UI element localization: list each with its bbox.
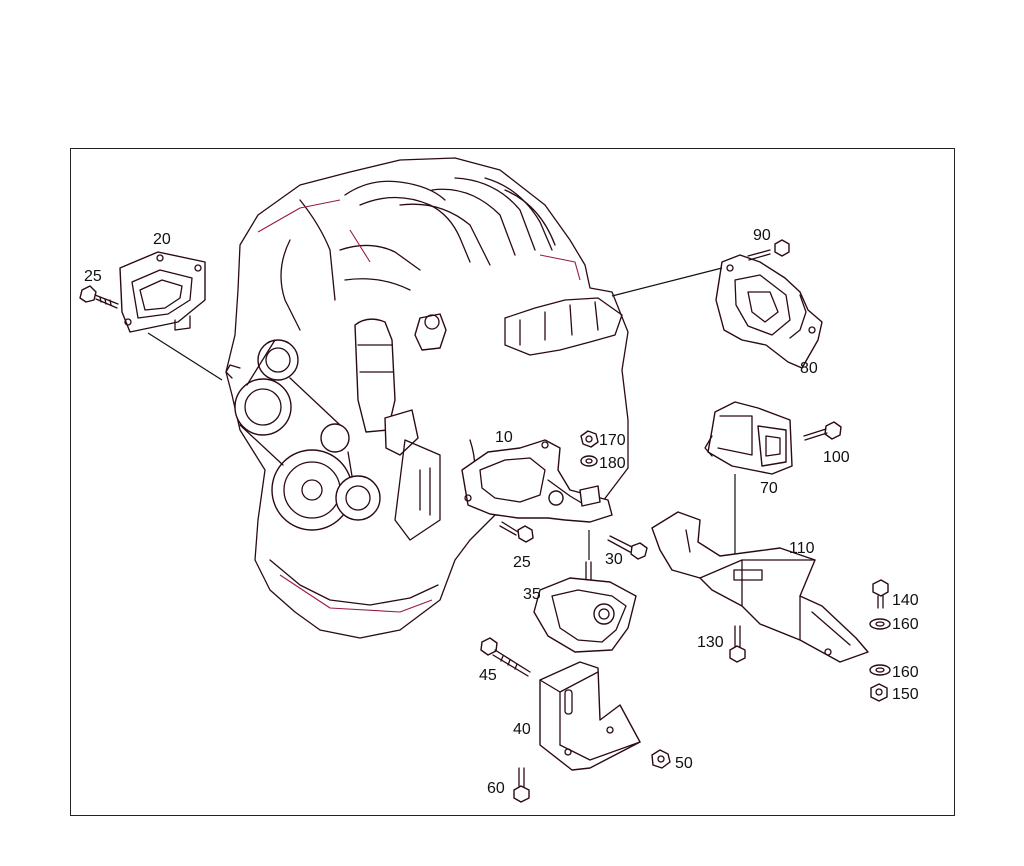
- callout-45: 45: [479, 667, 497, 684]
- part-160-washer-lower: [869, 664, 891, 676]
- part-180-washer: [580, 455, 598, 467]
- callout-160-upper: 160: [892, 616, 919, 633]
- callout-30: 30: [605, 551, 623, 568]
- part-70-rear-mount: [704, 401, 793, 475]
- part-25-bolt-left: [79, 285, 119, 309]
- part-100-bolt: [803, 421, 842, 441]
- callout-40: 40: [513, 721, 531, 738]
- part-90-bolt: [747, 239, 790, 261]
- callout-60: 60: [487, 780, 505, 797]
- part-160-washer-upper: [869, 618, 891, 630]
- engine-block: [225, 157, 629, 639]
- part-45-bolt: [480, 637, 531, 677]
- part-140-bolt: [872, 579, 889, 609]
- diagram-frame: [70, 148, 955, 816]
- callout-50: 50: [675, 755, 693, 772]
- callout-130: 130: [697, 634, 724, 651]
- part-60-bolt: [513, 767, 530, 803]
- part-40-lower-bracket: [539, 661, 641, 771]
- part-130-bolt: [729, 625, 746, 663]
- callout-100: 100: [823, 449, 850, 466]
- callout-150: 150: [892, 686, 919, 703]
- part-35-rubber-mount: [533, 561, 637, 653]
- callout-25-lower: 25: [513, 554, 531, 571]
- callout-70: 70: [760, 480, 778, 497]
- part-80-bracket: [715, 254, 823, 369]
- part-10-engine-bracket: [461, 439, 613, 523]
- callout-35: 35: [523, 586, 541, 603]
- part-150-nut: [870, 683, 888, 702]
- callout-140: 140: [892, 592, 919, 609]
- part-110-crossmember: [651, 511, 869, 663]
- callout-180: 180: [599, 455, 626, 472]
- callout-80: 80: [800, 360, 818, 377]
- part-20-mount-plate: [119, 251, 206, 333]
- callout-110: 110: [789, 540, 815, 557]
- callout-20: 20: [153, 231, 171, 248]
- callout-160-lower: 160: [892, 664, 919, 681]
- part-50-nut: [651, 749, 671, 769]
- callout-10: 10: [495, 429, 513, 446]
- part-25-bolt-lower: [499, 521, 534, 543]
- callout-25-left: 25: [84, 268, 102, 285]
- part-30-bolt: [607, 535, 648, 560]
- callout-90: 90: [753, 227, 771, 244]
- callout-170: 170: [599, 432, 626, 449]
- part-170-nut: [580, 430, 599, 448]
